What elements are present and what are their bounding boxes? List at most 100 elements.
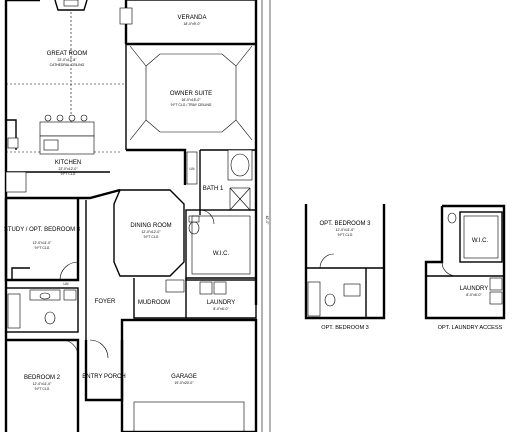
- stool-3: [68, 114, 76, 122]
- opt-vanity: [343, 283, 361, 297]
- wic-walls: [185, 209, 257, 281]
- hall-sink: [39, 292, 51, 300]
- stool-1: [44, 114, 52, 122]
- main-floor-plan: [4, 0, 271, 432]
- garage-dims: 19'-0"x20'-0": [175, 381, 195, 385]
- bedroom2-note: 9 FT CLG: [35, 387, 50, 391]
- linen-closet-2: [63, 289, 77, 301]
- opt-laundry-label: LAUNDRY: [460, 286, 489, 292]
- wic-door-swing: [199, 209, 215, 225]
- wic-label: W.I.C.: [213, 251, 230, 257]
- tray-diagonal-tr: [235, 45, 253, 67]
- opt-bedroom-caption: OPT. BEDROOM 3: [321, 325, 369, 331]
- opt-wic-walls: [459, 211, 503, 263]
- dining-room-label: DINING ROOM: [130, 223, 171, 229]
- owner-suite-note: 9 FT CLG / TRAY CEILING: [171, 103, 212, 107]
- mudroom-label: MUDROOM: [138, 300, 170, 306]
- study-note: 9 FT CLG: [35, 246, 50, 250]
- opt-laundry-dims: 8'-0"x6'-0": [466, 293, 482, 297]
- study-label: STUDY / OPT. BEDROOM 3: [4, 227, 81, 233]
- entry-porch-label: ENTRY PORCH: [82, 374, 125, 380]
- garage-door: [133, 401, 245, 432]
- tray-ceiling-outline: [145, 53, 237, 133]
- dining-room-dims: 12'-0"x12'-0": [142, 230, 162, 234]
- kitchen-island: [39, 121, 95, 137]
- linen-label: LIN: [190, 167, 196, 171]
- owner-suite-bottom-wall: [126, 148, 187, 185]
- kitchen-label: KITCHEN: [55, 160, 81, 166]
- overall-dimension: 42'-0": [265, 216, 269, 225]
- wic-shelf: [191, 215, 251, 275]
- study-door-swing: [59, 261, 79, 281]
- study-dims: 12'-0"x11'-0": [33, 241, 53, 245]
- dryer: [213, 281, 227, 295]
- entry-porch-walls: [84, 340, 124, 402]
- garage-label: GARAGE: [171, 374, 197, 380]
- hall-bath-walls: [5, 287, 79, 333]
- stool-2: [56, 114, 64, 122]
- laundry-walls: [186, 277, 257, 319]
- opt-laundry-plan: [424, 204, 506, 320]
- opt-wic-shelf: [463, 215, 499, 259]
- mudroom-walls: [133, 278, 187, 319]
- kitchen-dims: 22'-0"x12'-0": [59, 167, 79, 171]
- garage-walls: [120, 318, 258, 432]
- great-room-note: CATHEDRAL CEILING: [50, 63, 85, 67]
- bedroom2-label: BEDROOM 2: [24, 375, 61, 381]
- dining-room-walls: [113, 189, 185, 277]
- study-closet: [11, 267, 30, 280]
- opt-toilet: [324, 293, 336, 307]
- toilet-tank: [188, 215, 200, 223]
- stool-4: [80, 114, 88, 122]
- fireplace: [54, 0, 88, 11]
- tray-diagonal-bl: [129, 119, 147, 141]
- veranda-label: VERANDA: [177, 15, 206, 21]
- opt-bedroom-label: OPT. BEDROOM 3: [319, 221, 371, 227]
- opt-dryer: [489, 291, 503, 305]
- laundry-dims: 8'-0"x6'-0": [213, 307, 229, 311]
- pantry: [5, 171, 27, 193]
- opt-door-swing: [319, 253, 335, 269]
- mudroom-bench: [165, 279, 185, 293]
- toilet: [188, 221, 200, 235]
- hall-tub: [7, 293, 21, 329]
- owner-suite-label: OWNER SUITE: [170, 91, 212, 97]
- fireplace-hearth: [63, 0, 79, 7]
- hall-toilet: [44, 311, 56, 325]
- washer: [199, 281, 213, 295]
- study-walls: [4, 198, 80, 282]
- opt-bedroom-dims: 12'-0"x11'-0": [336, 228, 356, 232]
- kitchen-note: 9 FT CLG: [61, 172, 76, 176]
- bedroom2-dims: 12'-0"x11'-0": [33, 382, 53, 386]
- linen2-label: LIN: [64, 282, 70, 286]
- column: [119, 7, 133, 25]
- opt-laundry-caption: OPT. LAUNDRY ACCESS: [438, 325, 503, 331]
- opt-laundry-door-swing: [441, 261, 457, 277]
- tray-diagonal-br: [235, 119, 253, 141]
- opt-wic-label: W.I.C.: [472, 238, 489, 244]
- foyer-label: FOYER: [95, 299, 116, 305]
- refrigerator: [7, 137, 19, 149]
- bedroom2-door-swing: [61, 339, 79, 357]
- entry-door-swing: [89, 339, 109, 359]
- opt-washer: [489, 277, 503, 291]
- linen-closet: [186, 151, 198, 185]
- opt-bedroom-walls: [304, 204, 386, 320]
- tub-basin: [230, 153, 250, 177]
- owner-suite-dims: 16'-0"x15'-0": [182, 98, 202, 102]
- bath1-label: BATH 1: [203, 186, 224, 192]
- veranda-dims: 18'-0"x9'-0": [183, 22, 201, 26]
- tray-diagonal-tl: [129, 45, 147, 67]
- laundry-label: LAUNDRY: [207, 300, 236, 306]
- kitchen-sink: [43, 139, 59, 151]
- opt-tub: [307, 281, 321, 317]
- shower-x2: [229, 187, 251, 211]
- great-room-label: GREAT ROOM: [47, 51, 87, 57]
- great-room-dims: 22'-0"x17'-8": [58, 58, 78, 62]
- opt-bedroom-note: 9 FT CLG: [338, 233, 353, 237]
- opt-toilet-2: [447, 212, 457, 224]
- bedroom2-walls: [6, 338, 80, 432]
- kitchen-bottom-wall: [6, 188, 121, 200]
- opt-bedroom-plan: [304, 204, 386, 320]
